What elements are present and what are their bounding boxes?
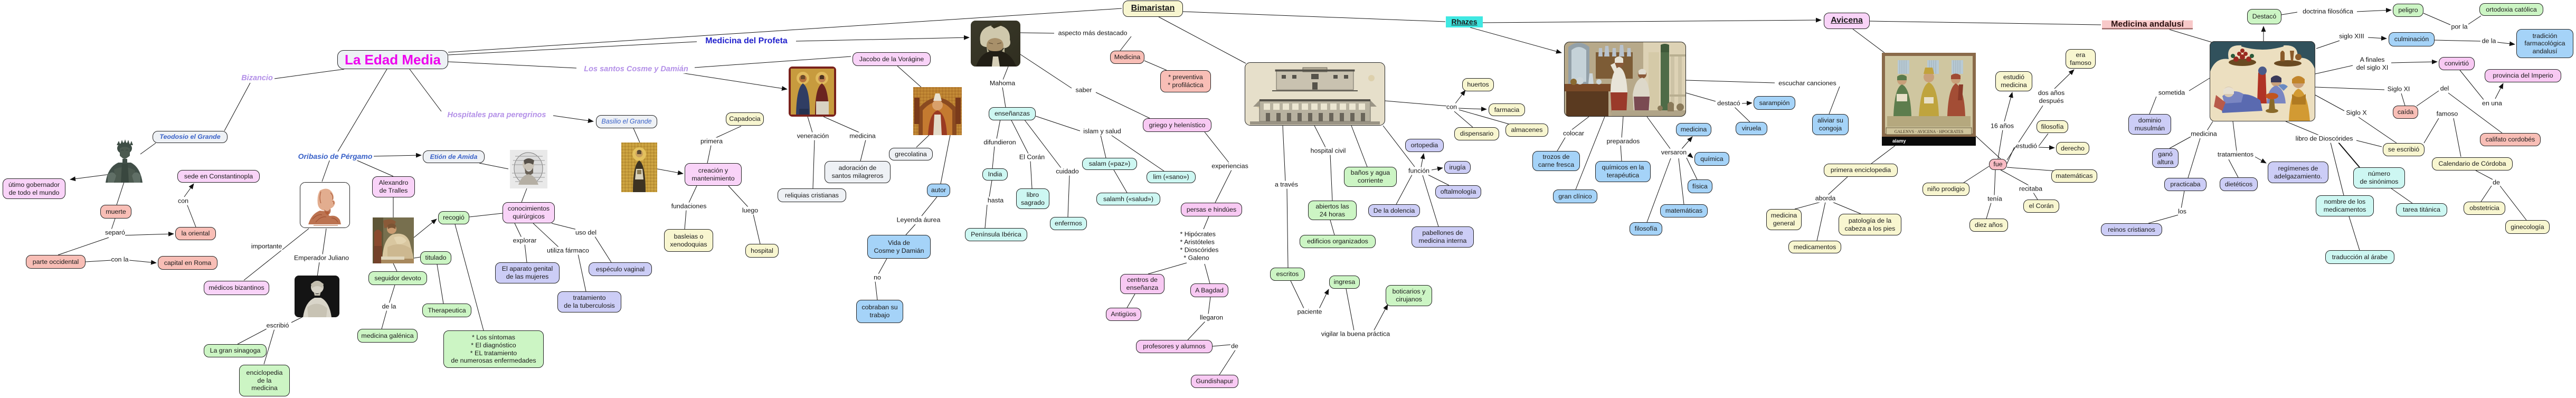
svg-text:alamy: alamy xyxy=(1892,138,1906,144)
svg-text:GALENVS · AVICENA · HPOCRATES: GALENVS · AVICENA · HPOCRATES xyxy=(1895,129,1964,134)
